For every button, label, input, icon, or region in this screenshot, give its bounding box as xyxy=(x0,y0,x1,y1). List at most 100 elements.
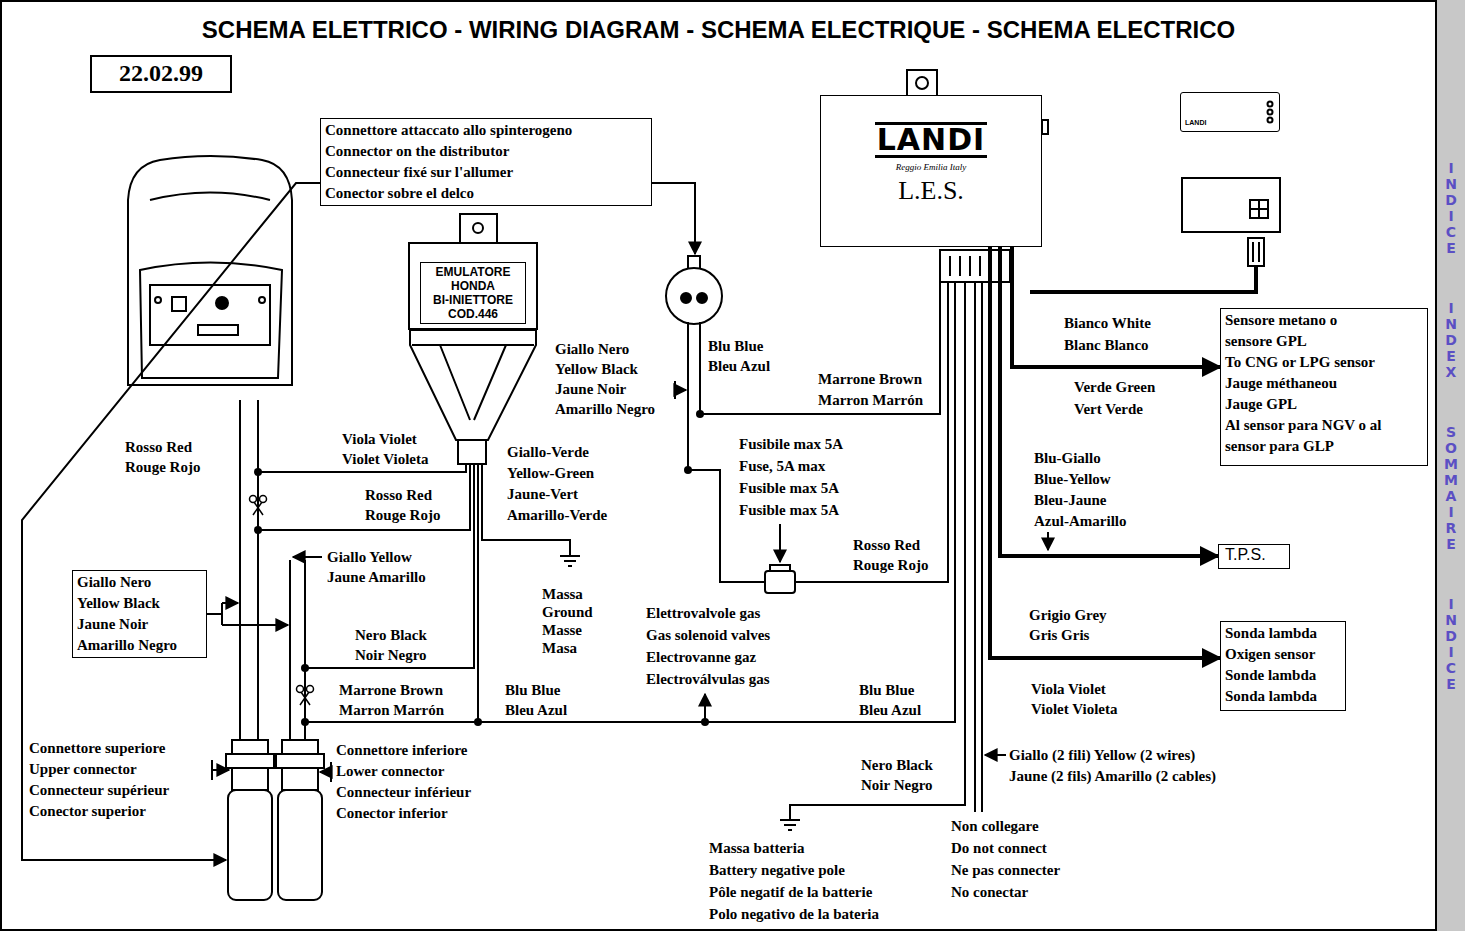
wire-label: Bleu Azul xyxy=(504,701,568,719)
node-text: To CNG or LPG sensor xyxy=(1225,352,1423,373)
emulator-housing xyxy=(473,223,483,233)
wires xyxy=(22,183,1048,860)
wires xyxy=(477,464,479,722)
junction-dot xyxy=(684,466,692,474)
harness-wire xyxy=(1012,247,1220,367)
wire-label: Blu Blue xyxy=(858,681,915,699)
cut-scissors xyxy=(250,496,257,503)
wire-label: Non collegare xyxy=(950,817,1040,835)
wire-label: Conector inferior xyxy=(335,804,449,822)
wire-label: Ground xyxy=(541,603,594,621)
wire-label: Jaune Amarillo xyxy=(326,568,427,586)
harness-connector xyxy=(276,754,324,768)
node-text: Yellow Black xyxy=(77,593,202,614)
junction-dot xyxy=(301,664,309,672)
node-text: INDEX xyxy=(1444,300,1458,380)
switch-unit xyxy=(1268,118,1273,123)
node-text: sensore GPL xyxy=(1225,331,1423,352)
fuse xyxy=(770,565,790,571)
wires xyxy=(257,400,259,740)
junction-dot xyxy=(696,410,704,418)
switch-unit xyxy=(1268,110,1273,115)
switch-unit xyxy=(1253,242,1259,262)
wire-label: Jaune (2 fils) Amarillo (2 cables) xyxy=(1008,767,1217,785)
wire-label: Jaune Noir xyxy=(554,380,627,398)
wires xyxy=(1047,532,1049,550)
node-text: Jauge GPL xyxy=(1225,394,1423,415)
date-box: 22.02.99 xyxy=(90,55,232,93)
node-text: BI-INIETTORE xyxy=(424,293,522,307)
distributor-connector xyxy=(681,293,691,303)
switch-unit xyxy=(1182,178,1280,232)
harness-connector xyxy=(226,740,324,900)
node-text: Oxigen sensor xyxy=(1225,644,1341,665)
car-front xyxy=(259,297,265,303)
car-front xyxy=(198,325,238,335)
wire-label: Jaune-Vert xyxy=(506,485,579,503)
ground-symbol xyxy=(560,556,800,830)
emulator-housing xyxy=(458,440,486,464)
node-text: Sensore metano o xyxy=(1225,310,1423,331)
sensor-box: Sensore metano osensore GPLTo CNG or LPG… xyxy=(1220,308,1428,466)
wire-label: Marron Marrón xyxy=(338,701,445,719)
wire-label: Bleu Azul xyxy=(858,701,922,719)
switch-unit xyxy=(1250,200,1268,218)
ecu-housing xyxy=(907,70,937,97)
wire-label: Verde Green xyxy=(1073,378,1156,396)
ecu-box: LANDIReggio Emilia ItalyL.E.S. xyxy=(820,95,1042,247)
wires xyxy=(239,400,241,740)
junction-dot xyxy=(254,410,709,726)
wire-label: Blu Blue xyxy=(504,681,561,699)
wire-label: Noir Negro xyxy=(860,776,934,794)
node-text: sensor para GLP xyxy=(1225,436,1423,457)
wire-label: Do not connect xyxy=(950,839,1048,857)
wire-label: Fuse, 5A max xyxy=(738,457,826,475)
wire-label: Electroválvulas gas xyxy=(645,670,770,688)
wires xyxy=(790,282,965,820)
wire-label: Vert Verde xyxy=(1073,400,1144,418)
wires xyxy=(704,694,706,722)
wire-label: Gris Gris xyxy=(1028,626,1090,644)
harness-connector xyxy=(226,754,274,768)
wires xyxy=(700,282,940,414)
wire-label: Azul-Amarillo xyxy=(1033,512,1127,530)
note-box: Connettore attaccato allo spinterogenoCo… xyxy=(320,118,652,206)
wires xyxy=(985,754,1006,756)
wire-label: Fusible max 5A xyxy=(738,479,840,497)
car-front xyxy=(150,193,270,201)
wire-label: Connettore inferiore xyxy=(335,741,469,759)
wire-label: Noir Negro xyxy=(354,646,428,664)
harness-wire xyxy=(990,247,1220,658)
wire-label: No conectar xyxy=(950,883,1029,901)
wires xyxy=(305,464,474,668)
node-text: Reggio Emilia Italy xyxy=(821,162,1041,172)
node-text: Sonde lambda xyxy=(1225,665,1341,686)
wire-label: Connecteur inférieur xyxy=(335,783,472,801)
wire-label: Rouge Rojo xyxy=(364,506,441,524)
harness-connector xyxy=(282,740,318,754)
distributor-connector xyxy=(697,293,707,303)
wire-label: Elettrovalvole gas xyxy=(645,604,761,622)
junction-dot xyxy=(474,718,482,726)
node-text: Giallo Nero xyxy=(77,572,202,593)
node-text: Connettore attaccato allo spinterogeno xyxy=(325,120,647,141)
wire-label: Masse xyxy=(541,621,583,639)
junction-dot xyxy=(254,526,262,534)
cut-scissors xyxy=(260,496,267,503)
wire-label: Polo negativo de la bateria xyxy=(708,905,880,923)
wire-label: Viola Violet xyxy=(341,430,418,448)
ecu-housing xyxy=(1042,120,1048,134)
node-text: Al sensor para NGV o al xyxy=(1225,415,1423,436)
wire-label: Connettore superiore xyxy=(28,739,167,757)
ecu-housing xyxy=(950,256,1000,276)
wires xyxy=(207,603,222,625)
node-text: Conector sobre el delco xyxy=(325,183,647,204)
wires xyxy=(981,282,983,812)
wire-label: Viola Violet xyxy=(1030,680,1107,698)
wire-label: Nero Black xyxy=(860,756,934,774)
harness-connector xyxy=(282,768,318,790)
wires xyxy=(293,556,322,558)
car-front xyxy=(172,297,186,311)
car-front xyxy=(128,156,292,385)
wire-label: Battery negative pole xyxy=(708,861,846,879)
